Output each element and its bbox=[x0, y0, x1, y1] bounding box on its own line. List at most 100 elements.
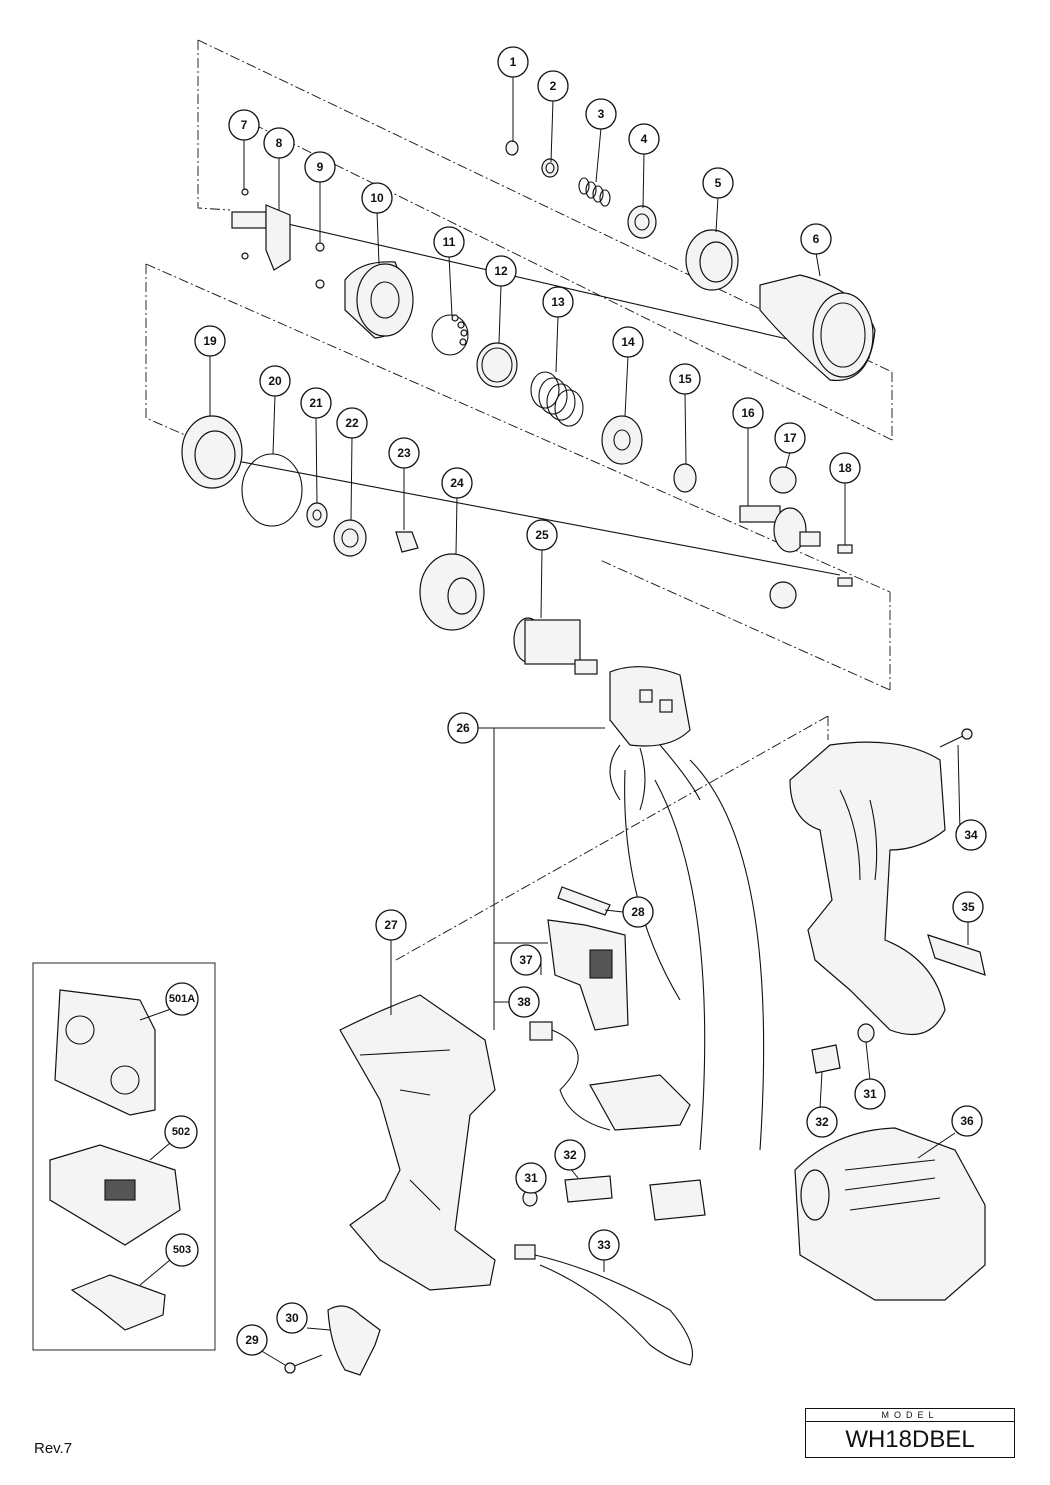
part-30-hook bbox=[327, 1305, 381, 1376]
svg-text:29: 29 bbox=[245, 1333, 259, 1347]
part-34-screw bbox=[939, 728, 973, 748]
callout-18: 18 bbox=[829, 452, 861, 484]
part-24-inner-cover bbox=[419, 553, 485, 631]
svg-text:36: 36 bbox=[960, 1114, 974, 1128]
svg-text:27: 27 bbox=[384, 918, 398, 932]
svg-text:502: 502 bbox=[172, 1126, 190, 1138]
part-32-magnet-lower bbox=[564, 1175, 613, 1203]
svg-text:35: 35 bbox=[961, 900, 975, 914]
svg-text:37: 37 bbox=[519, 953, 533, 967]
callout-19: 19 bbox=[194, 325, 226, 357]
revision-label: Rev.7 bbox=[34, 1440, 73, 1457]
svg-text:21: 21 bbox=[309, 396, 323, 410]
svg-text:8: 8 bbox=[276, 136, 283, 150]
model-caption: MODEL bbox=[806, 1409, 1014, 1422]
part-14-washer bbox=[601, 415, 643, 465]
accessories-box bbox=[32, 962, 216, 1351]
part-4-sleeve bbox=[627, 205, 657, 239]
callout-37: 37 bbox=[510, 944, 542, 976]
callout-11: 11 bbox=[433, 226, 465, 258]
svg-text:3: 3 bbox=[598, 107, 605, 121]
part-34-housing-right bbox=[789, 741, 946, 1036]
svg-text:18: 18 bbox=[838, 461, 852, 475]
part-502-charger bbox=[49, 1144, 181, 1246]
part-31-nut bbox=[857, 1023, 875, 1043]
callout-7: 7 bbox=[228, 109, 260, 141]
part-12-washer bbox=[476, 342, 518, 388]
part-33-strap bbox=[514, 1244, 694, 1366]
callout-5: 5 bbox=[702, 167, 734, 199]
part-16-spindle bbox=[739, 505, 821, 553]
svg-text:16: 16 bbox=[741, 406, 755, 420]
svg-text:6: 6 bbox=[813, 232, 820, 246]
part-26-stator bbox=[609, 666, 701, 811]
callout-26: 26 bbox=[447, 712, 479, 744]
svg-text:30: 30 bbox=[285, 1311, 299, 1325]
callout-32: 32 bbox=[806, 1106, 838, 1138]
svg-text:25: 25 bbox=[535, 528, 549, 542]
svg-text:32: 32 bbox=[815, 1115, 829, 1129]
svg-text:33: 33 bbox=[597, 1238, 611, 1252]
middle-frame-top-edge bbox=[145, 263, 891, 593]
leader-lines bbox=[139, 77, 969, 1366]
callout-3: 3 bbox=[585, 98, 617, 130]
part-7-steel-balls bbox=[241, 188, 249, 260]
part-27-housing-left bbox=[339, 994, 496, 1291]
svg-text:4: 4 bbox=[641, 132, 648, 146]
svg-text:19: 19 bbox=[203, 334, 217, 348]
part-25-rotor bbox=[513, 617, 598, 675]
part-38-connector bbox=[529, 1021, 611, 1131]
part-10-hammer bbox=[344, 261, 414, 339]
callout-6: 6 bbox=[800, 223, 832, 255]
upper-frame-bottom-edge bbox=[244, 119, 893, 441]
part-35-name-plate bbox=[927, 934, 986, 976]
svg-text:501A: 501A bbox=[169, 993, 195, 1005]
svg-text:1: 1 bbox=[510, 55, 517, 69]
part-37-switch bbox=[547, 919, 629, 1031]
svg-text:20: 20 bbox=[268, 374, 282, 388]
callout-501a: 501A bbox=[165, 982, 199, 1016]
callout-31-lower: 31 bbox=[515, 1162, 547, 1194]
svg-text:26: 26 bbox=[456, 721, 470, 735]
callout-9: 9 bbox=[304, 151, 336, 183]
callout-17: 17 bbox=[774, 422, 806, 454]
callout-28: 28 bbox=[622, 896, 654, 928]
part-11-steel-balls-ring bbox=[431, 314, 469, 356]
part-3-spring bbox=[578, 177, 611, 207]
callout-38: 38 bbox=[508, 986, 540, 1018]
svg-text:2: 2 bbox=[550, 79, 557, 93]
upper-assembly-frame bbox=[197, 40, 231, 211]
part-19-hammer-case bbox=[181, 415, 243, 489]
svg-text:38: 38 bbox=[517, 995, 531, 1009]
callout-36: 36 bbox=[951, 1105, 983, 1137]
svg-text:10: 10 bbox=[370, 191, 384, 205]
part-503-cover bbox=[70, 1274, 166, 1331]
callout-25: 25 bbox=[526, 519, 558, 551]
part-22-ball-bearing bbox=[333, 519, 367, 557]
callout-502: 502 bbox=[164, 1115, 198, 1149]
callout-23: 23 bbox=[388, 437, 420, 469]
part-8-anvil bbox=[231, 204, 291, 271]
controller-board bbox=[589, 1074, 706, 1221]
svg-text:14: 14 bbox=[621, 335, 635, 349]
part-28-switch-lever bbox=[557, 886, 611, 916]
callout-16: 16 bbox=[732, 397, 764, 429]
part-17-idle-gears bbox=[769, 466, 797, 609]
part-13-spring bbox=[530, 371, 584, 427]
part-6-front-cover bbox=[759, 274, 876, 381]
part-36-battery bbox=[794, 1127, 986, 1301]
callout-13: 13 bbox=[542, 286, 574, 318]
callout-31: 31 bbox=[854, 1078, 886, 1110]
upper-frame-top-edge bbox=[197, 39, 893, 373]
part-15-retaining-ring bbox=[673, 463, 697, 493]
callout-29: 29 bbox=[236, 1324, 268, 1356]
part-20-o-ring bbox=[241, 453, 303, 527]
svg-text:23: 23 bbox=[397, 446, 411, 460]
svg-text:12: 12 bbox=[494, 264, 508, 278]
part-23-clip bbox=[395, 531, 419, 553]
stator-lead-wires bbox=[624, 759, 765, 1151]
part-9-steel-balls bbox=[315, 242, 325, 289]
callout-32-lower: 32 bbox=[554, 1139, 586, 1171]
callout-14: 14 bbox=[612, 326, 644, 358]
